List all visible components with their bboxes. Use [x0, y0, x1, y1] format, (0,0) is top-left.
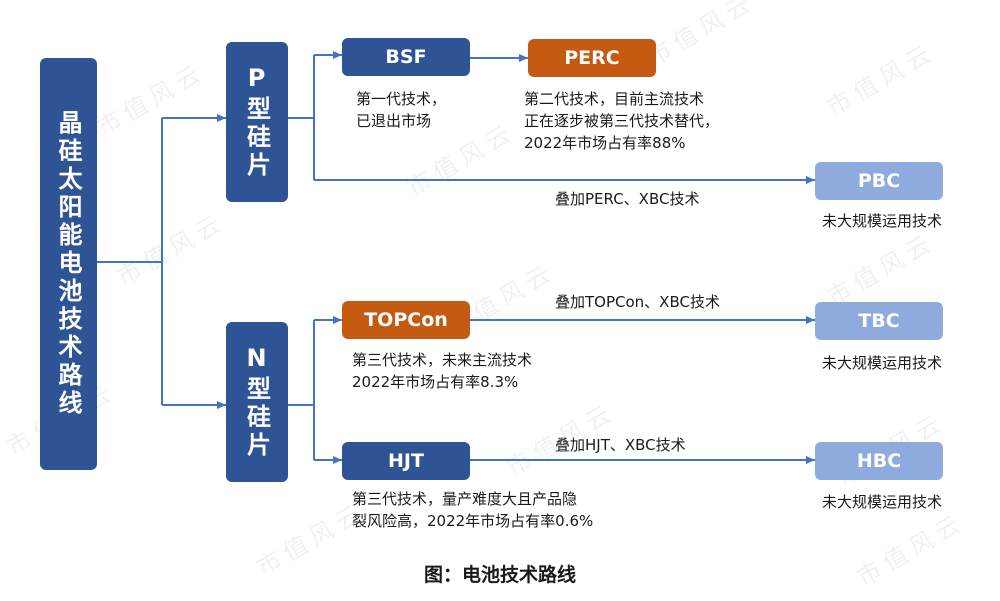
p-type-node: P型硅片: [226, 42, 288, 202]
hbc-node: HBC: [815, 442, 943, 480]
bsf-node: BSF: [342, 38, 470, 76]
hjt-note: 第三代技术，量产难度大且产品隐 裂风险高，2022年市场占有率0.6%: [352, 490, 594, 530]
tbc-node: TBC: [815, 302, 943, 340]
p-type-label: P型硅片: [242, 64, 271, 180]
root-node: 晶硅太阳能电池技术路线: [40, 58, 97, 470]
edge-label-p-to-pbc: 叠加PERC、XBC技术: [555, 190, 700, 208]
topcon-note: 第三代技术，未来主流技术 2022年市场占有率8.3%: [352, 351, 533, 391]
edge-label-topcon-to-tbc: 叠加TOPCon、XBC技术: [555, 293, 720, 311]
perc-node: PERC: [528, 39, 656, 77]
n-type-label: N型硅片: [242, 344, 271, 460]
figure-caption: 图：电池技术路线: [423, 564, 576, 586]
n-type-node: N型硅片: [226, 322, 288, 482]
tbc-note: 未大规模运用技术: [822, 354, 943, 372]
pbc-note: 未大规模运用技术: [822, 212, 943, 230]
topcon-node: TOPCon: [342, 301, 470, 339]
bsf-note: 第一代技术， 已退出市场: [356, 90, 447, 130]
root-node-label: 晶硅太阳能电池技术路线: [54, 110, 82, 418]
hbc-note: 未大规模运用技术: [822, 493, 943, 511]
edge-label-hjt-to-hbc: 叠加HJT、XBC技术: [555, 436, 686, 454]
perc-note: 第二代技术，目前主流技术 正在逐步被第三代技术替代， 2022年市场占有率88%: [524, 90, 720, 152]
pbc-node: PBC: [815, 162, 943, 200]
hjt-node: HJT: [342, 442, 470, 480]
